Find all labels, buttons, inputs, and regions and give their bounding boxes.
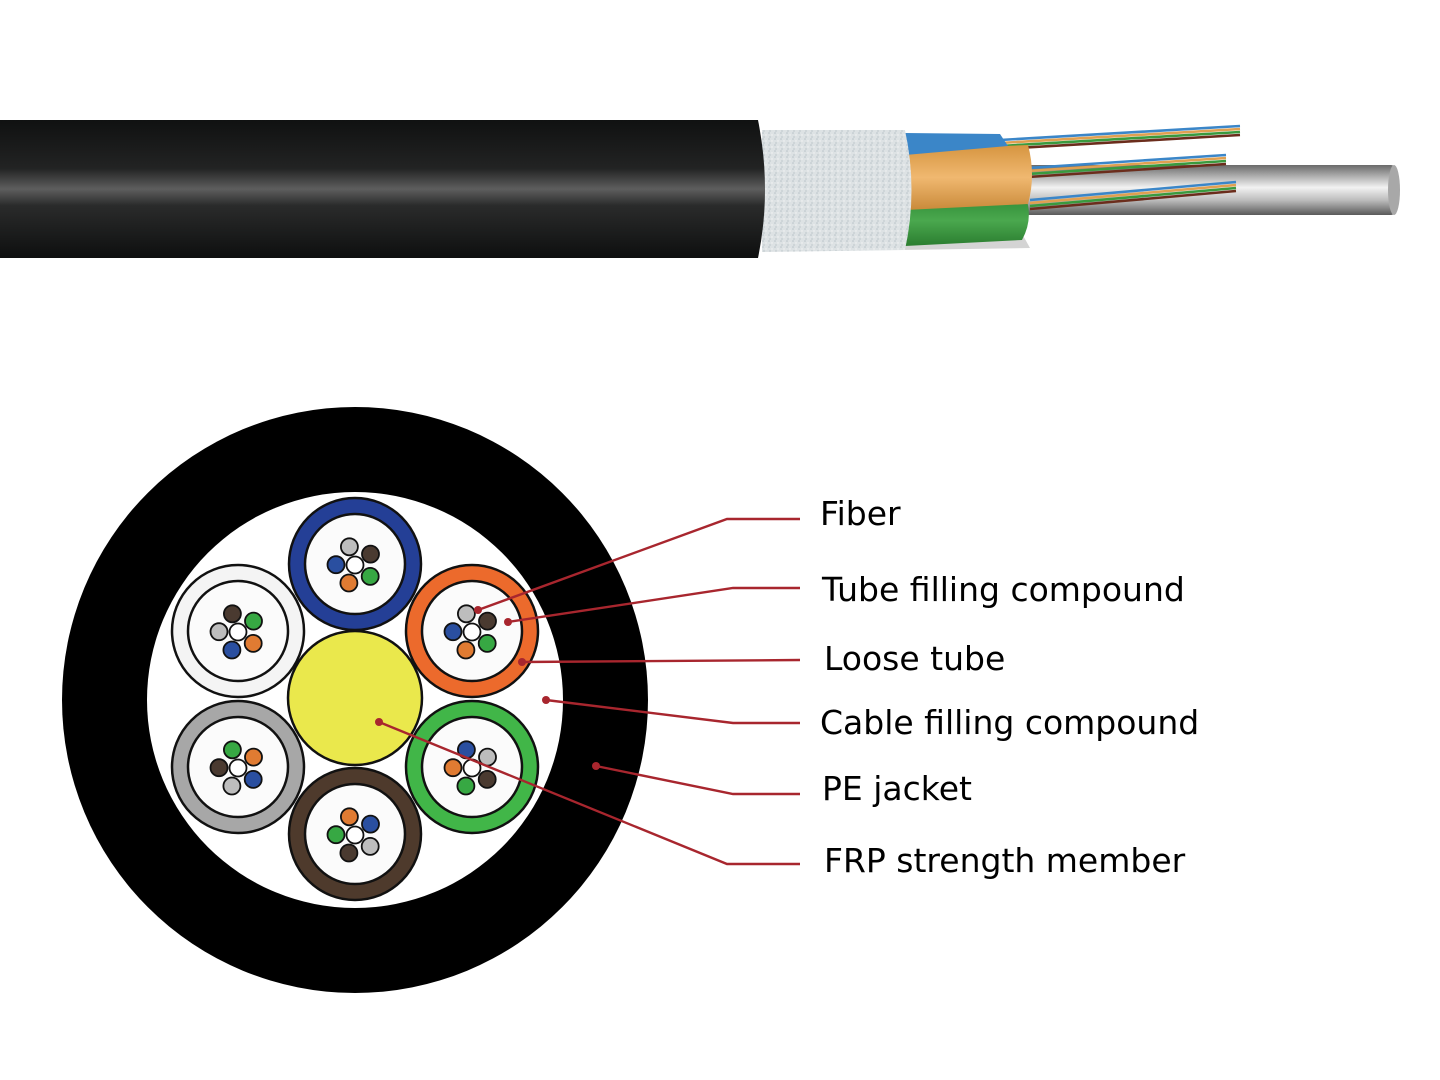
fiber [456, 640, 476, 660]
fiber [443, 622, 463, 642]
leader-dot [504, 618, 512, 626]
exposed-fiber-bundles [999, 124, 1241, 211]
leader-dot [375, 718, 383, 726]
label-fiber: Fiber [820, 494, 901, 533]
fiber [228, 758, 248, 778]
fiber [360, 567, 380, 586]
orange-loose-tube-side [905, 145, 1032, 210]
fiber [361, 544, 380, 564]
fiber [222, 604, 242, 624]
fiber [209, 758, 229, 778]
label-loose-tube: Loose tube [824, 639, 1005, 678]
side-view-cable [0, 120, 1400, 258]
fiber [326, 825, 346, 845]
label-frp-strength-member: FRP strength member [824, 841, 1186, 880]
rod-end-cap [1388, 165, 1400, 215]
fiber [326, 555, 346, 575]
leader-dot [518, 658, 526, 666]
fiber [339, 807, 359, 827]
fiber-strand [999, 124, 1241, 142]
fiber [345, 825, 365, 845]
fiber [244, 611, 263, 631]
fiber [477, 770, 497, 789]
fiber-strand [999, 133, 1241, 151]
fiber-strand [1029, 189, 1237, 211]
leader-line [521, 658, 801, 664]
leader-lines [375, 517, 801, 866]
fiber-strand [999, 130, 1241, 148]
fiber [339, 843, 359, 863]
blue-tube [287, 496, 423, 632]
gray-tube [170, 699, 306, 835]
label-tube-filling-compound: Tube filling compound [821, 570, 1185, 609]
cross-section [62, 407, 648, 993]
fiber [209, 622, 229, 642]
leader-dot [592, 762, 600, 770]
fiber [361, 814, 380, 834]
fiber-strand [1029, 186, 1237, 208]
fiber [228, 622, 248, 642]
fiber-strand [999, 127, 1241, 145]
fiber [456, 604, 476, 624]
fiber [443, 758, 463, 778]
fiber-strand [1027, 156, 1227, 173]
fiber [360, 837, 380, 856]
leader-line [545, 698, 800, 725]
brown-tube [287, 766, 423, 902]
fiber-strand [1027, 162, 1227, 179]
fiber [339, 573, 359, 593]
fiber-strand [1027, 159, 1227, 176]
orange-tube [404, 563, 540, 699]
fiber-strand [1029, 180, 1237, 202]
label-pe-jacket: PE jacket [822, 769, 972, 808]
leader-line [595, 764, 800, 796]
fiber [345, 555, 365, 575]
leader-line [507, 586, 800, 624]
fiber [222, 640, 242, 660]
fiber [222, 740, 242, 760]
fiber [456, 776, 476, 796]
loose-tubes [170, 496, 540, 902]
fiber [243, 770, 263, 789]
leader-dot [474, 606, 482, 614]
white-tube [170, 563, 306, 699]
water-blocking-tape [762, 130, 912, 252]
leader-line [378, 720, 800, 866]
fiber-strand [1027, 153, 1227, 170]
leader-dot [542, 696, 550, 704]
fiber [243, 634, 263, 653]
blue-loose-tube-side [905, 133, 1008, 155]
fiber [222, 776, 242, 796]
fiber-strand [1029, 183, 1237, 205]
leader-line [477, 517, 800, 612]
fiber [478, 611, 497, 631]
fiber [462, 622, 482, 642]
green-tube [404, 699, 540, 835]
fiber [244, 747, 263, 767]
fiber [477, 634, 497, 653]
frp-strength-member-core [286, 629, 424, 767]
component-labels: Fiber Tube filling compound Loose tube C… [820, 494, 1199, 880]
label-cable-filling-compound: Cable filling compound [820, 703, 1199, 742]
pe-jacket-side [0, 120, 765, 258]
fiber [339, 537, 359, 557]
